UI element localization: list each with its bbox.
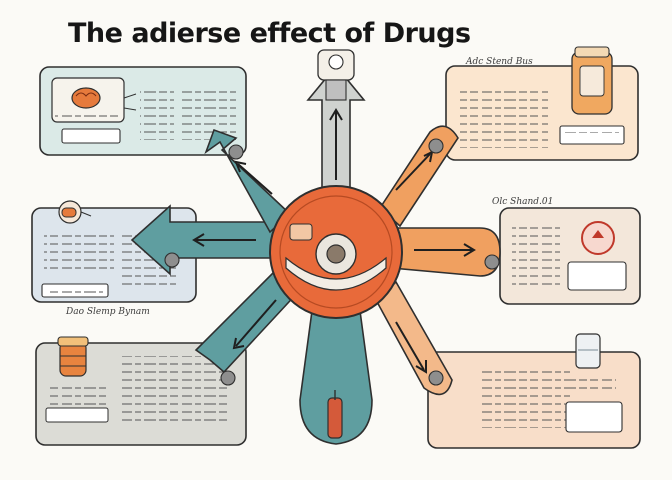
brain-pill-icon [71, 87, 101, 109]
pill-capsule-icon [58, 200, 82, 224]
hub [269, 185, 403, 319]
card-top-right [445, 46, 639, 161]
label-bottom-left: Dao Slemp Bynam [66, 307, 150, 317]
card-mid-right [499, 207, 641, 305]
card-bottom-right [427, 333, 641, 449]
arm-top-right [378, 125, 459, 228]
syringe-icon [327, 390, 343, 439]
label-mid-right: Olc Shand.01 [492, 197, 554, 207]
card-bottom-left [35, 336, 247, 446]
page-title: The adierse effect of Drugs [68, 18, 471, 49]
arm-bottom-right [374, 280, 453, 396]
warning-icon [581, 221, 615, 255]
jar-icon [571, 46, 613, 115]
arm-right [391, 227, 501, 277]
arm-top-left [204, 128, 292, 234]
card-top-left [39, 66, 247, 156]
arrows [192, 108, 476, 374]
arm-bottom [299, 295, 373, 445]
label-top-right: Adc Stend Bus [466, 57, 533, 67]
bolts [164, 138, 500, 386]
person-icon [317, 49, 355, 101]
pill-bottle-icon [57, 336, 89, 377]
glass-icon [575, 333, 601, 369]
